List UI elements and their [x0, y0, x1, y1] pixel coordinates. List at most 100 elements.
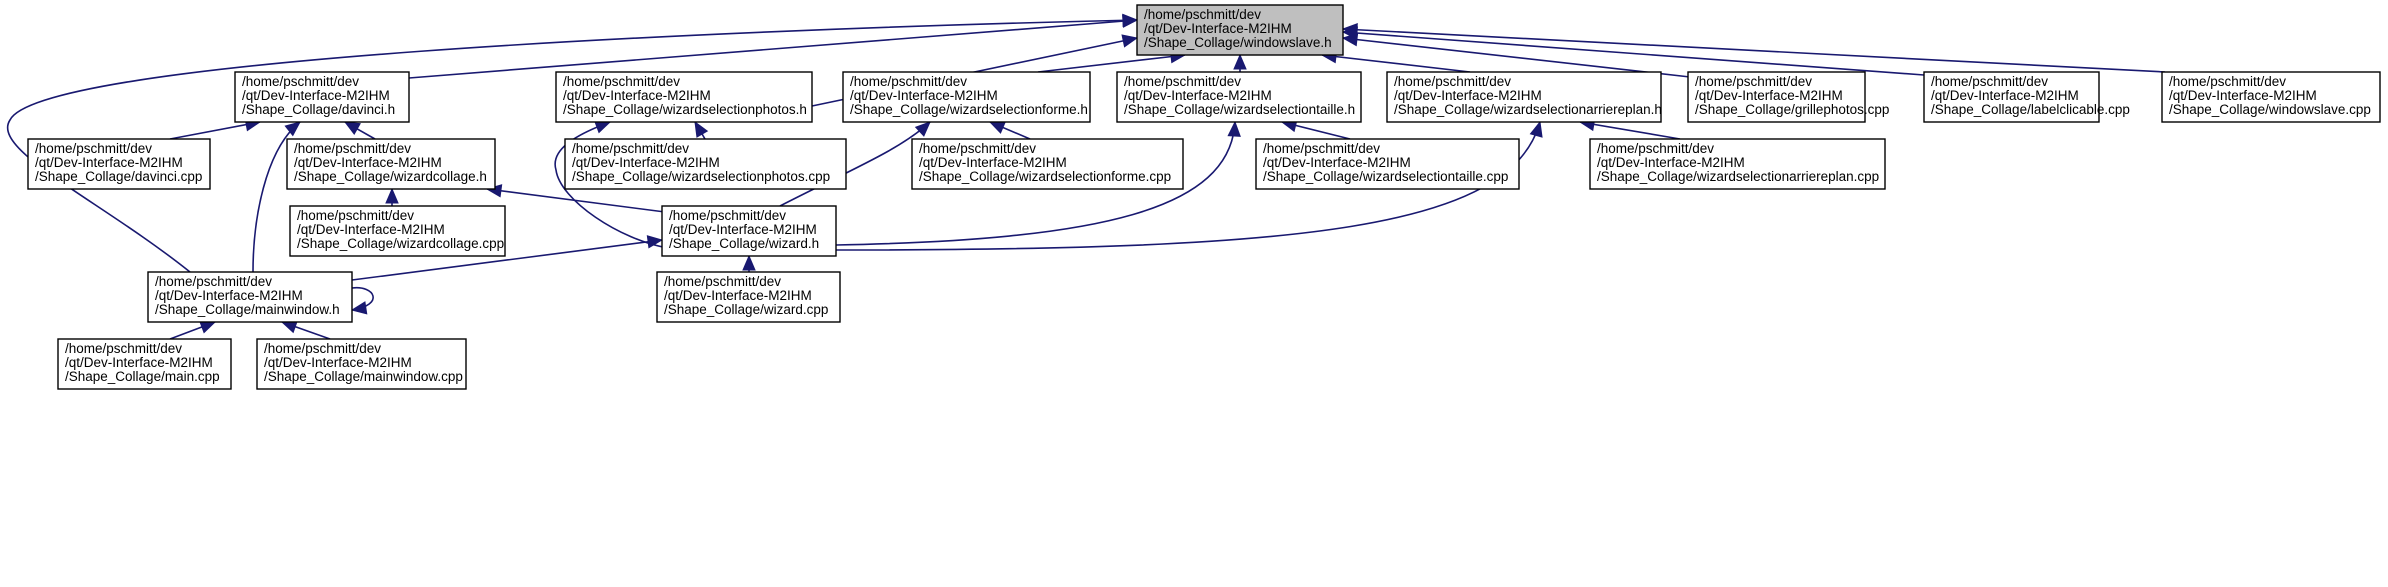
node-label-line: /qt/Dev-Interface-M2IHM [1931, 88, 2079, 103]
edge-labelclicable-cpp-to-windowslave-h-line [1342, 31, 1925, 76]
node-label-line: /qt/Dev-Interface-M2IHM [1597, 155, 1745, 170]
node-label-line: /qt/Dev-Interface-M2IHM [669, 222, 817, 237]
node-grillephotos-cpp[interactable]: /home/pschmitt/dev/qt/Dev-Interface-M2IH… [1687, 71, 1889, 123]
node-davinci-h[interactable]: /home/pschmitt/dev/qt/Dev-Interface-M2IH… [234, 71, 410, 123]
node-box [1923, 71, 2100, 123]
node-label-line: /home/pschmitt/dev [35, 141, 152, 156]
edge-main-cpp-to-mainwindow-h [169, 320, 217, 340]
edge-mainwindow-h-to-wizard-h [351, 235, 664, 281]
node-davinci-cpp[interactable]: /home/pschmitt/dev/qt/Dev-Interface-M2IH… [27, 138, 211, 190]
node-windowslave-h[interactable]: /home/pschmitt/dev/qt/Dev-Interface-M2IH… [1136, 4, 1344, 56]
node-label-line: /home/pschmitt/dev [572, 141, 689, 156]
edge-wizardcollage-h-to-davinci-h [343, 121, 376, 140]
node-label-line: /qt/Dev-Interface-M2IHM [1124, 88, 1272, 103]
node-label-line: /qt/Dev-Interface-M2IHM [664, 288, 812, 303]
edge-davinci-h-to-windowslave-h-line [408, 19, 1138, 79]
node-label-line: /home/pschmitt/dev [65, 341, 182, 356]
node-label-line: /Shape_Collage/windowslave.cpp [2169, 102, 2371, 117]
edge-davinci-h-to-windowslave-h [408, 14, 1139, 79]
edge-wizard-h-to-wizardselectionforme-h [779, 121, 931, 207]
node-label-line: /home/pschmitt/dev [1597, 141, 1714, 156]
node-wizardselectionforme-h[interactable]: /home/pschmitt/dev/qt/Dev-Interface-M2IH… [842, 71, 1091, 123]
node-label-line: /home/pschmitt/dev [1695, 74, 1812, 89]
edge-mainwindow-h-to-mainwindow-h-arrowhead [350, 301, 368, 315]
edge-wizard-h-to-wizardselectionphotos-h-line [554, 121, 669, 249]
node-main-cpp[interactable]: /home/pschmitt/dev/qt/Dev-Interface-M2IH… [57, 338, 232, 390]
edge-wizard-h-to-wizardselectiontaille-h-arrowhead [1227, 120, 1241, 137]
node-label-line: /qt/Dev-Interface-M2IHM [155, 288, 303, 303]
node-label-line: /home/pschmitt/dev [563, 74, 680, 89]
node-label-line: /qt/Dev-Interface-M2IHM [35, 155, 183, 170]
node-label-line: /Shape_Collage/mainwindow.h [155, 302, 340, 317]
node-layer: /home/pschmitt/dev/qt/Dev-Interface-M2IH… [27, 4, 2381, 390]
node-wizardcollage-cpp[interactable]: /home/pschmitt/dev/qt/Dev-Interface-M2IH… [289, 205, 506, 257]
node-label-line: /Shape_Collage/davinci.cpp [35, 169, 202, 184]
edge-wizardselectionarriereplan-cpp-to-wizardselectionarriereplan-h-line [1579, 121, 1681, 140]
node-label-line: /home/pschmitt/dev [297, 208, 414, 223]
node-labelclicable-cpp[interactable]: /home/pschmitt/dev/qt/Dev-Interface-M2IH… [1923, 71, 2130, 123]
edge-wizardselectiontaille-h-to-windowslave-h-arrowhead [1233, 53, 1247, 70]
node-label-line: /Shape_Collage/wizard.cpp [664, 302, 828, 317]
edge-wizardselectionforme-cpp-to-wizardselectionforme-h [988, 121, 1031, 140]
node-label-line: /home/pschmitt/dev [669, 208, 786, 223]
node-label-line: /Shape_Collage/wizardselectiontaille.cpp [1263, 169, 1508, 184]
node-mainwindow-cpp[interactable]: /home/pschmitt/dev/qt/Dev-Interface-M2IH… [256, 338, 467, 390]
edge-windowslave-cpp-to-windowslave-h-arrowhead [1341, 23, 1358, 37]
node-box [564, 138, 847, 190]
node-box [661, 205, 837, 257]
node-label-line: /qt/Dev-Interface-M2IHM [1394, 88, 1542, 103]
node-label-line: /home/pschmitt/dev [664, 274, 781, 289]
node-box [1589, 138, 1886, 190]
node-label-line: /home/pschmitt/dev [1263, 141, 1380, 156]
node-box [234, 71, 410, 123]
node-label-line: /home/pschmitt/dev [1394, 74, 1511, 89]
node-label-line: /Shape_Collage/wizardselectionarrierepla… [1394, 102, 1662, 117]
node-label-line: /qt/Dev-Interface-M2IHM [1144, 21, 1292, 36]
node-label-line: /home/pschmitt/dev [1124, 74, 1241, 89]
edge-wizardselectionarriereplan-h-to-windowslave-h-line [1321, 54, 1471, 73]
node-mainwindow-h[interactable]: /home/pschmitt/dev/qt/Dev-Interface-M2IH… [147, 271, 353, 323]
node-label-line: /qt/Dev-Interface-M2IHM [850, 88, 998, 103]
edge-mainwindow-cpp-to-mainwindow-h-arrowhead [280, 320, 298, 334]
node-wizardselectiontaille-h[interactable]: /home/pschmitt/dev/qt/Dev-Interface-M2IH… [1116, 71, 1362, 123]
edge-wizardselectionforme-h-to-windowslave-h-line [1037, 54, 1186, 73]
edge-wizard-cpp-to-wizard-h-arrowhead [742, 254, 756, 271]
edge-windowslave-cpp-to-windowslave-h [1341, 23, 2166, 73]
node-wizardselectiontaille-cpp[interactable]: /home/pschmitt/dev/qt/Dev-Interface-M2IH… [1255, 138, 1520, 190]
node-label-line: /Shape_Collage/wizardselectionphotos.h [563, 102, 807, 117]
node-label-line: /Shape_Collage/wizardcollage.h [294, 169, 487, 184]
edge-grillephotos-cpp-to-windowslave-h [1341, 32, 1691, 78]
node-wizardselectionforme-cpp[interactable]: /home/pschmitt/dev/qt/Dev-Interface-M2IH… [911, 138, 1184, 190]
edge-wizard-cpp-to-wizard-h [742, 254, 756, 272]
node-wizard-cpp[interactable]: /home/pschmitt/dev/qt/Dev-Interface-M2IH… [656, 271, 841, 323]
edge-mainwindow-h-to-windowslave-h-arrowhead [1122, 13, 1139, 28]
node-wizardselectionphotos-h[interactable]: /home/pschmitt/dev/qt/Dev-Interface-M2IH… [555, 71, 813, 123]
edge-grillephotos-cpp-to-windowslave-h-line [1342, 37, 1691, 78]
edge-wizard-h-to-wizardselectionphotos-h-arrowhead [594, 120, 612, 134]
node-label-line: /Shape_Collage/wizardselectionarrierepla… [1597, 169, 1879, 184]
edge-mainwindow-h-to-wizard-h-arrowhead [646, 235, 664, 249]
edge-wizardselectionphotos-cpp-to-wizardselectionphotos-h-arrowhead [694, 120, 709, 138]
node-box [1687, 71, 1866, 123]
node-label-line: /qt/Dev-Interface-M2IHM [65, 355, 213, 370]
node-box [911, 138, 1184, 190]
edge-wizardcollage-cpp-to-wizardcollage-h-arrowhead [385, 187, 399, 204]
node-wizard-h[interactable]: /home/pschmitt/dev/qt/Dev-Interface-M2IH… [661, 205, 837, 257]
node-label-line: /qt/Dev-Interface-M2IHM [563, 88, 711, 103]
edge-wizardselectionforme-cpp-to-wizardselectionforme-h-arrowhead [988, 121, 1006, 134]
node-wizardselectionarriereplan-cpp[interactable]: /home/pschmitt/dev/qt/Dev-Interface-M2IH… [1589, 138, 1886, 190]
edge-wizard-h-to-wizardselectionforme-h-arrowhead [914, 121, 931, 137]
edge-wizardselectionarriereplan-h-to-windowslave-h [1320, 49, 1471, 73]
node-box [286, 138, 496, 190]
node-wizardselectionphotos-cpp[interactable]: /home/pschmitt/dev/qt/Dev-Interface-M2IH… [564, 138, 847, 190]
node-label-line: /Shape_Collage/wizardcollage.cpp [297, 236, 504, 251]
node-box [27, 138, 211, 190]
node-wizardcollage-h[interactable]: /home/pschmitt/dev/qt/Dev-Interface-M2IH… [286, 138, 496, 190]
node-label-line: /Shape_Collage/wizardselectionforme.cpp [919, 169, 1171, 184]
node-box [1255, 138, 1520, 190]
edge-davinci-cpp-to-davinci-h-line [169, 121, 261, 140]
node-windowslave-cpp[interactable]: /home/pschmitt/dev/qt/Dev-Interface-M2IH… [2161, 71, 2381, 123]
node-label-line: /qt/Dev-Interface-M2IHM [297, 222, 445, 237]
node-wizardselectionarriereplan-h[interactable]: /home/pschmitt/dev/qt/Dev-Interface-M2IH… [1386, 71, 1662, 123]
